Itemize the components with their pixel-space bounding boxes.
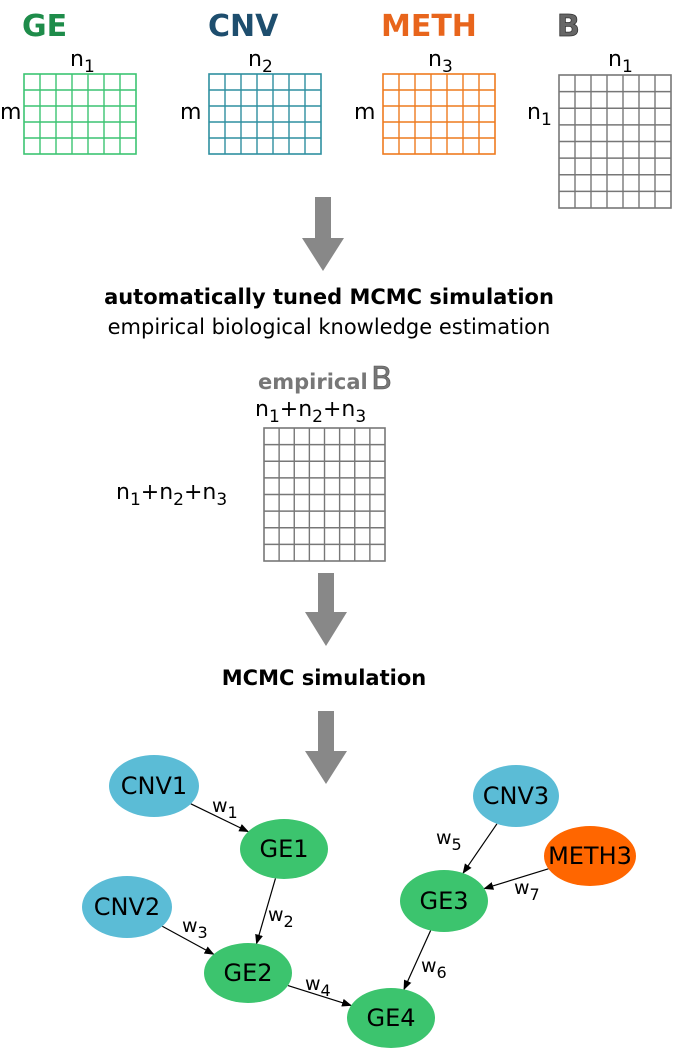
empirical-b-prefix: empirical [258,370,368,394]
node-ellipse [473,765,559,827]
matrix-meth-row-label: m [354,100,375,125]
edge-weight-label: w7 [514,877,540,904]
node-label: CNV1 [121,772,187,800]
matrix-meth: METH n3 m [354,9,496,155]
node-label: GE1 [259,835,308,863]
matrix-ge: GE n1 m [0,9,137,155]
edge-ge1-ge2 [255,878,277,945]
node-label: GE2 [223,959,272,987]
node-cnv3: CNV3 [473,765,559,827]
matrix-meth-col-label: n3 [428,47,453,77]
matrix-b-grid [558,74,672,209]
node-ellipse [400,870,488,932]
matrix-cnv-row-label: m [180,100,201,125]
matrix-ge-grid [23,73,137,155]
matrix-cnv: CNV n2 m [180,9,322,155]
edge-weight-label: w2 [268,904,294,931]
step2-title: MCMC simulation [222,666,426,690]
matrix-b-row-label: n1 [527,100,552,130]
empirical-b-grid [263,427,386,562]
node-ellipse [240,819,328,879]
node-ge1: GE1 [240,819,328,879]
node-ellipse [204,943,292,1003]
matrix-meth-grid [382,73,496,155]
matrix-cnv-grid [208,73,322,155]
matrix-b-col-label: n1 [608,47,633,77]
edge-cnv1-ge1 [190,803,250,833]
node-label: CNV2 [94,893,160,921]
node-meth3: METH3 [544,826,636,886]
empirical-b-side-label: n1+n2+n3 [116,480,227,510]
node-cnv2: CNV2 [82,876,172,938]
node-label: GE4 [366,1004,415,1032]
network-edges: w1 w2 w3 w4 w5 w6 w7 [161,795,549,1007]
node-ellipse [109,755,199,817]
empirical-b: empirical B n1+n2+n3 n1+n2+n3 [116,361,393,562]
matrix-b-title: B [557,9,580,44]
matrix-ge-title: GE [22,9,67,44]
edge-weight-label: w6 [421,955,447,982]
matrix-cnv-col-label: n2 [248,47,273,77]
matrix-ge-row-label: m [0,100,21,125]
matrix-meth-title: METH [381,9,477,44]
edge-cnv3-ge3 [462,823,498,874]
flow-arrow-1 [302,197,344,271]
edge-ge2-ge4 [287,984,353,1007]
edge-weight-label: w3 [182,915,208,942]
node-ge3: GE3 [400,870,488,932]
flow-arrow-2 [305,573,347,646]
node-ge4: GE4 [347,988,435,1048]
node-label: CNV3 [483,782,549,810]
edge-weight-label: w5 [436,827,462,854]
node-cnv1: CNV1 [109,755,199,817]
node-label: METH3 [548,842,632,870]
step1-subtitle: empirical biological knowledge estimatio… [108,315,551,339]
node-ellipse [347,988,435,1048]
matrix-ge-col-label: n1 [70,47,95,77]
edge-weight-label: w1 [212,795,238,822]
node-ellipse [544,826,636,886]
step1-title: automatically tuned MCMC simulation [104,285,554,309]
edge-weight-label: w4 [305,973,331,1000]
edge-cnv2-ge2 [161,925,215,955]
empirical-b-letter: B [371,361,392,397]
matrix-cnv-title: CNV [208,9,279,44]
edge-ge3-ge4 [403,930,432,991]
node-ellipse [82,876,172,938]
node-label: GE3 [419,887,468,915]
empirical-b-top-label: n1+n2+n3 [255,397,366,427]
flow-arrow-3 [305,711,347,784]
node-ge2: GE2 [204,943,292,1003]
edge-meth3-ge3 [483,868,549,890]
matrix-b: B n1 n1 [527,9,672,209]
